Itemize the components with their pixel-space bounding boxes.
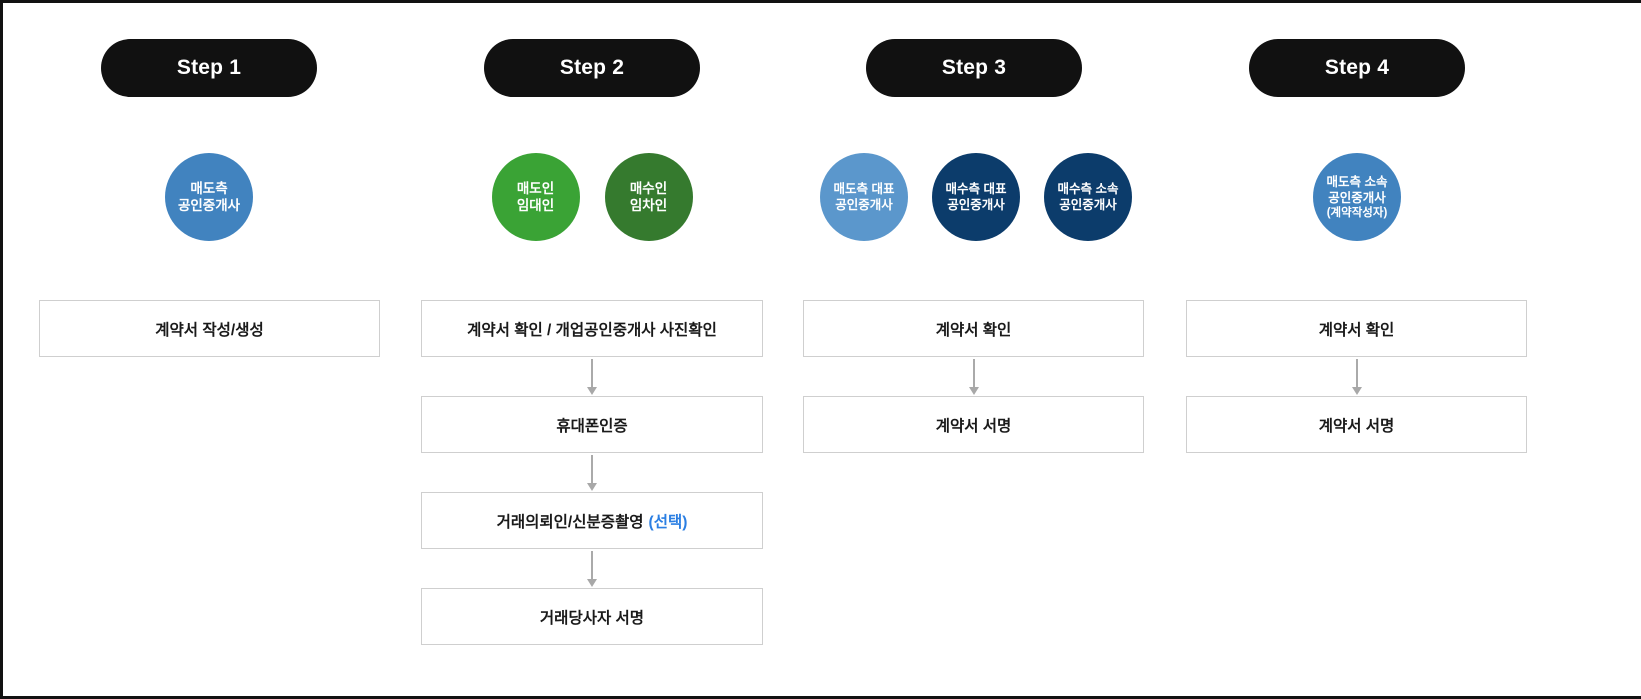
flow-box-contract-check: 계약서 확인 — [1186, 300, 1527, 357]
flow-box-contract-check-photo: 계약서 확인 / 개업공인중개사 사진확인 — [421, 300, 763, 357]
flow-box-contract-create: 계약서 작성/생성 — [39, 300, 380, 357]
flow-box-label: 계약서 서명 — [935, 417, 1012, 435]
role-circle-line: (계약작성자) — [1326, 206, 1388, 219]
flow-box-id-capture: 거래의뢰인/신분증촬영 (선택) — [421, 492, 763, 549]
role-circle-group-3: 매도측 대표 공인중개사 매수측 대표 공인중개사 매수측 소속 공인중개사 — [811, 151, 1141, 243]
role-circle-seller-affiliated-agent: 매도측 소속 공인중개사 (계약작성자) — [1313, 153, 1401, 241]
flow-box-contract-check: 계약서 확인 — [803, 300, 1144, 357]
step-pill-3: Step 3 — [866, 39, 1082, 97]
role-circle-seller-rep-agent: 매도측 대표 공인중개사 — [820, 153, 908, 241]
flow-box-label: 계약서 작성/생성 — [155, 321, 264, 339]
role-circle-line: 매수인 — [629, 180, 668, 196]
role-circle-buyer-lessee: 매수인 임차인 — [604, 153, 693, 241]
role-circle-line: 매수측 대표 — [945, 182, 1007, 196]
flow-box-label: 거래당사자 서명 — [539, 609, 645, 627]
role-circle-group-1: 매도측 공인중개사 — [101, 151, 317, 243]
role-circle-line: 매도인 — [516, 180, 555, 196]
step-pill-4: Step 4 — [1249, 39, 1465, 97]
flow-box-label: 계약서 서명 — [1318, 417, 1395, 435]
role-circle-line: 공인중개사 — [177, 198, 241, 213]
flow-box-mobile-auth: 휴대폰인증 — [421, 396, 763, 453]
optional-tag: (선택) — [648, 513, 688, 531]
role-circle-buyer-affiliated-agent: 매수측 소속 공인중개사 — [1044, 153, 1132, 241]
role-circle-line: 공인중개사 — [1328, 190, 1386, 205]
role-circle-seller-agent: 매도측 공인중개사 — [165, 153, 253, 241]
flow-arrow-down — [586, 551, 598, 587]
step-pill-1: Step 1 — [101, 39, 317, 97]
step-pill-2: Step 2 — [484, 39, 700, 97]
role-circle-line: 임대인 — [516, 198, 555, 213]
role-circle-line: 매도측 대표 — [833, 182, 895, 196]
role-circle-line: 매도측 소속 — [1326, 174, 1388, 189]
role-circle-buyer-rep-agent: 매수측 대표 공인중개사 — [932, 153, 1020, 241]
flow-box-contract-sign: 계약서 서명 — [803, 396, 1144, 453]
role-circle-line: 매수측 소속 — [1057, 182, 1119, 196]
flow-arrow-down — [586, 455, 598, 491]
role-circle-line: 공인중개사 — [947, 198, 1005, 212]
role-circle-line: 공인중개사 — [835, 198, 893, 212]
flow-arrow-down — [1351, 359, 1363, 395]
role-circle-group-2: 매도인 임대인 매수인 임차인 — [484, 151, 700, 243]
role-circle-line: 임차인 — [629, 198, 668, 213]
flow-box-contract-sign: 계약서 서명 — [1186, 396, 1527, 453]
flow-box-party-signature: 거래당사자 서명 — [421, 588, 763, 645]
flow-box-label: 거래의뢰인/신분증촬영 — [496, 513, 644, 531]
role-circle-line: 매도측 — [190, 180, 228, 196]
flow-box-label: 계약서 확인 — [1318, 321, 1395, 339]
flow-box-label: 계약서 확인 / 개업공인중개사 사진확인 — [467, 321, 717, 339]
role-circle-seller-lessor: 매도인 임대인 — [491, 153, 580, 241]
flow-box-label: 휴대폰인증 — [556, 417, 628, 435]
flow-arrow-down — [586, 359, 598, 395]
role-circle-line: 공인중개사 — [1059, 198, 1117, 212]
flow-box-label: 계약서 확인 — [935, 321, 1012, 339]
role-circle-group-4: 매도측 소속 공인중개사 (계약작성자) — [1249, 151, 1465, 243]
flow-arrow-down — [968, 359, 980, 395]
